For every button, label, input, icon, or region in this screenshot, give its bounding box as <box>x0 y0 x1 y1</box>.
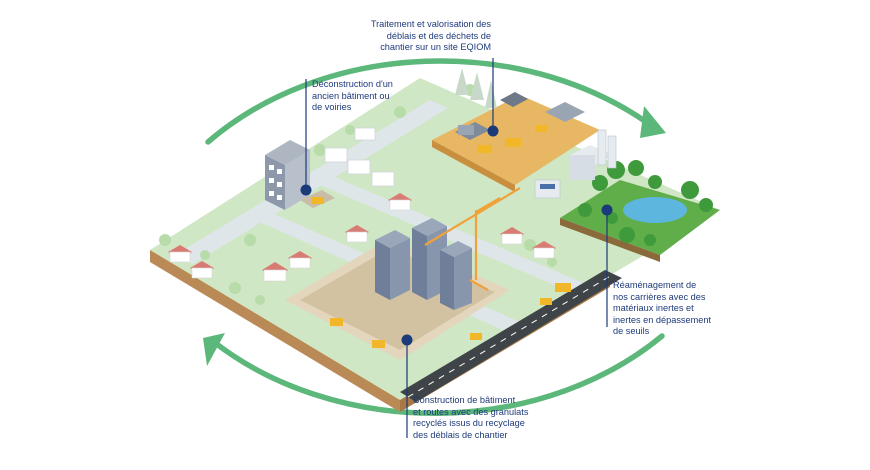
house-icon <box>168 245 192 263</box>
callout-deconstruction: Déconstruction d'un ancien bâtiment ou d… <box>312 79 393 114</box>
callout-construction-line-2: et routes avec des granulats <box>413 406 529 417</box>
new-construction <box>330 187 571 348</box>
silo-icon <box>607 135 617 169</box>
callout-marker-icon <box>300 184 312 196</box>
callout-deconstruction-line-3: de voiries <box>312 102 352 112</box>
excavator-icon <box>312 197 324 204</box>
house-icon <box>388 193 412 211</box>
callout-marker-icon <box>401 334 413 346</box>
house-icon <box>532 241 556 259</box>
house-icon <box>324 127 395 187</box>
asphalt-road <box>400 270 622 402</box>
callout-deconstruction-line-2: ancien bâtiment ou <box>312 90 390 101</box>
houses <box>168 127 556 282</box>
truck-icon <box>505 138 521 147</box>
silo-icon <box>597 129 607 166</box>
treatment-site <box>455 92 585 153</box>
excavator-icon <box>535 125 547 132</box>
trees <box>159 68 713 305</box>
callout-quarry-line-3: matériaux inertes et <box>613 303 694 313</box>
callout-marker-icon <box>601 204 613 216</box>
excavator-icon <box>540 298 552 305</box>
callout-quarry: Réaménagement de nos carrières avec des … <box>613 280 711 338</box>
house-icon <box>345 225 369 243</box>
house-icon <box>190 261 214 279</box>
quarry-forest-island <box>560 180 720 262</box>
truck-icon <box>470 333 482 340</box>
old-building <box>265 140 335 210</box>
callout-quarry-line-1: Réaménagement de <box>613 280 697 290</box>
callout-construction-line-4: des déblais de chantier <box>413 429 508 440</box>
house-icon <box>500 227 524 245</box>
callout-marker-icon <box>487 125 499 137</box>
callout-construction: Construction de bâtiment et routes avec … <box>413 395 528 441</box>
arrowhead-bottom-icon <box>203 333 225 366</box>
excavator-icon <box>330 318 343 326</box>
callout-treatment-line-1: Traitement et valorisation des <box>370 19 491 29</box>
excavator-icon <box>372 340 385 348</box>
callout-leaders <box>305 58 608 438</box>
callout-quarry-line-5: de seuils <box>613 326 650 336</box>
callout-construction-line-3: recyclés issus du recyclage <box>413 418 525 428</box>
callout-quarry-line-4: inertes en dépassement <box>613 314 712 325</box>
recycling-cycle-arrow-icon <box>205 58 655 145</box>
excavator-icon <box>478 145 492 153</box>
callout-treatment-line-3: chantier sur un site EQIOM <box>380 42 491 52</box>
crane-icon <box>424 187 521 291</box>
factory <box>534 129 617 199</box>
recycling-cycle-arrow-icon <box>211 333 665 416</box>
house-icon <box>288 251 312 269</box>
house-icon <box>262 262 288 282</box>
callout-treatment-line-2: déblais et des déchets de <box>386 30 491 41</box>
cycle-arrows <box>205 58 665 416</box>
callout-deconstruction-line-1: Déconstruction d'un <box>312 79 393 89</box>
arrowhead-top-icon <box>640 106 666 138</box>
truck-icon <box>555 283 571 292</box>
callout-construction-line-1: Construction de bâtiment <box>413 395 516 405</box>
callout-treatment: Traitement et valorisation des déblais e… <box>371 19 491 54</box>
callout-quarry-line-2: nos carrières avec des <box>613 291 706 302</box>
